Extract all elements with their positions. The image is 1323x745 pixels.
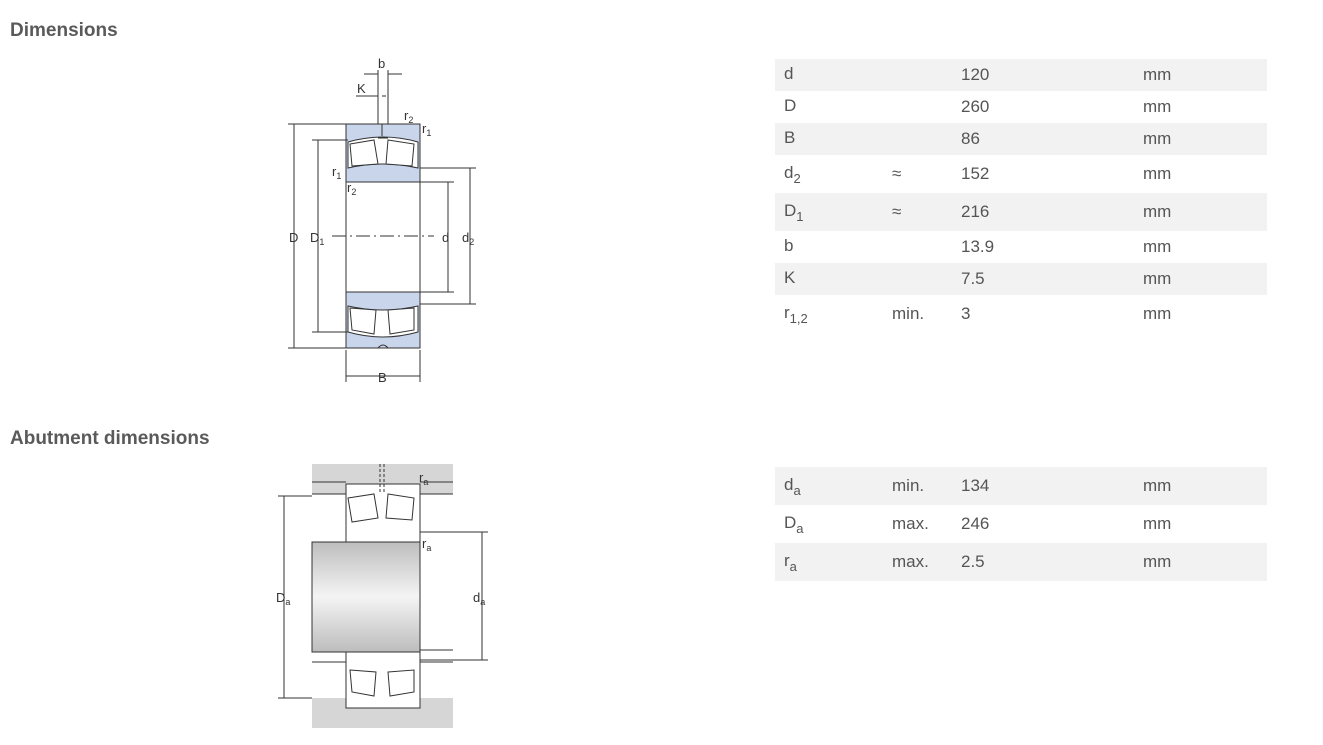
symbol-cell: B xyxy=(775,123,892,155)
qualifier-cell xyxy=(892,123,961,155)
symbol-cell: d xyxy=(775,59,892,91)
label-r2-top: r2 xyxy=(404,108,413,125)
symbol-cell: r1,2 xyxy=(775,295,892,333)
table-row: d2 ≈ 152 mm xyxy=(775,155,1267,193)
bearing-dimensions-drawing: b K r2 r1 r1 r2 D D1 d d2 B xyxy=(288,56,476,385)
table-row: ra max. 2.5 mm xyxy=(775,543,1267,581)
symbol-cell: K xyxy=(775,263,892,295)
label-d: d xyxy=(442,230,449,245)
symbol-cell: da xyxy=(775,467,892,505)
value-cell: 216 xyxy=(961,193,1143,231)
label-r1-top: r1 xyxy=(422,121,431,138)
label-r1-side: r1 xyxy=(332,164,341,181)
label-r2-side: r2 xyxy=(347,180,356,197)
abutment-dimensions-heading: Abutment dimensions xyxy=(10,428,210,449)
dimensions-heading: Dimensions xyxy=(10,20,118,41)
unit-cell: mm xyxy=(1143,295,1267,333)
table-row: b 13.9 mm xyxy=(775,231,1267,263)
unit-cell: mm xyxy=(1143,97,1172,116)
symbol-cell: D xyxy=(784,95,797,115)
qualifier-cell xyxy=(892,263,961,295)
value-cell: 260 xyxy=(961,97,990,116)
value-cell: 246 xyxy=(961,514,990,533)
label-da: da xyxy=(473,590,485,607)
table-row: D1 ≈ 216 mm xyxy=(775,193,1267,231)
label-ra-top: ra xyxy=(419,470,428,487)
table-row: D 260 mm xyxy=(775,91,1267,123)
symbol-cell: D1 xyxy=(775,193,892,231)
unit-cell: mm xyxy=(1143,263,1267,295)
abutment-dimensions-drawing: ra ra Da da xyxy=(276,464,488,728)
value-cell: 2.5 xyxy=(961,543,1143,581)
label-Da: Da xyxy=(276,590,290,607)
value-cell: 3 xyxy=(961,295,1143,333)
qualifier-cell: min. xyxy=(892,467,961,505)
unit-cell: mm xyxy=(1143,59,1267,91)
table-row: Da max. 246 mm xyxy=(775,505,1267,543)
label-D: D xyxy=(289,230,298,245)
qualifier-cell xyxy=(892,231,961,263)
value-cell: 7.5 xyxy=(961,263,1143,295)
value-cell: 86 xyxy=(961,123,1143,155)
unit-cell: mm xyxy=(1143,123,1267,155)
abutment-dimensions-table: da min. 134 mm Da max. 246 mm ra max. 2.… xyxy=(775,467,1267,581)
qualifier-cell: min. xyxy=(892,295,961,333)
dimensions-table: d 120 mm D 260 mm B 86 mm d2 ≈ 152 mm D1… xyxy=(775,59,1267,333)
unit-cell: mm xyxy=(1143,164,1172,183)
table-row: da min. 134 mm xyxy=(775,467,1267,505)
symbol-cell: b xyxy=(784,235,794,255)
symbol-cell: Da xyxy=(784,512,804,536)
label-d2: d2 xyxy=(462,230,474,247)
qualifier-cell xyxy=(892,59,961,91)
qualifier-cell: max. xyxy=(892,543,961,581)
unit-cell: mm xyxy=(1143,467,1267,505)
table-row: d 120 mm xyxy=(775,59,1267,91)
label-b: b xyxy=(378,56,385,71)
table-row: B 86 mm xyxy=(775,123,1267,155)
symbol-cell: d2 xyxy=(784,162,801,186)
value-cell: 13.9 xyxy=(961,237,995,256)
table-row: r1,2 min. 3 mm xyxy=(775,295,1267,333)
qualifier-cell: ≈ xyxy=(892,193,961,231)
label-K: K xyxy=(357,81,366,96)
label-B: B xyxy=(378,370,387,385)
value-cell: 152 xyxy=(961,164,990,183)
value-cell: 134 xyxy=(961,467,1143,505)
unit-cell: mm xyxy=(1143,193,1267,231)
unit-cell: mm xyxy=(1143,514,1172,533)
qualifier-cell: ≈ xyxy=(892,164,902,183)
value-cell: 120 xyxy=(961,59,1143,91)
label-D1: D1 xyxy=(310,230,324,247)
qualifier-cell xyxy=(892,91,961,123)
label-ra-mid: ra xyxy=(422,536,431,553)
unit-cell: mm xyxy=(1143,237,1172,256)
symbol-cell: ra xyxy=(775,543,892,581)
unit-cell: mm xyxy=(1143,543,1267,581)
table-row: K 7.5 mm xyxy=(775,263,1267,295)
qualifier-cell: max. xyxy=(892,514,929,533)
